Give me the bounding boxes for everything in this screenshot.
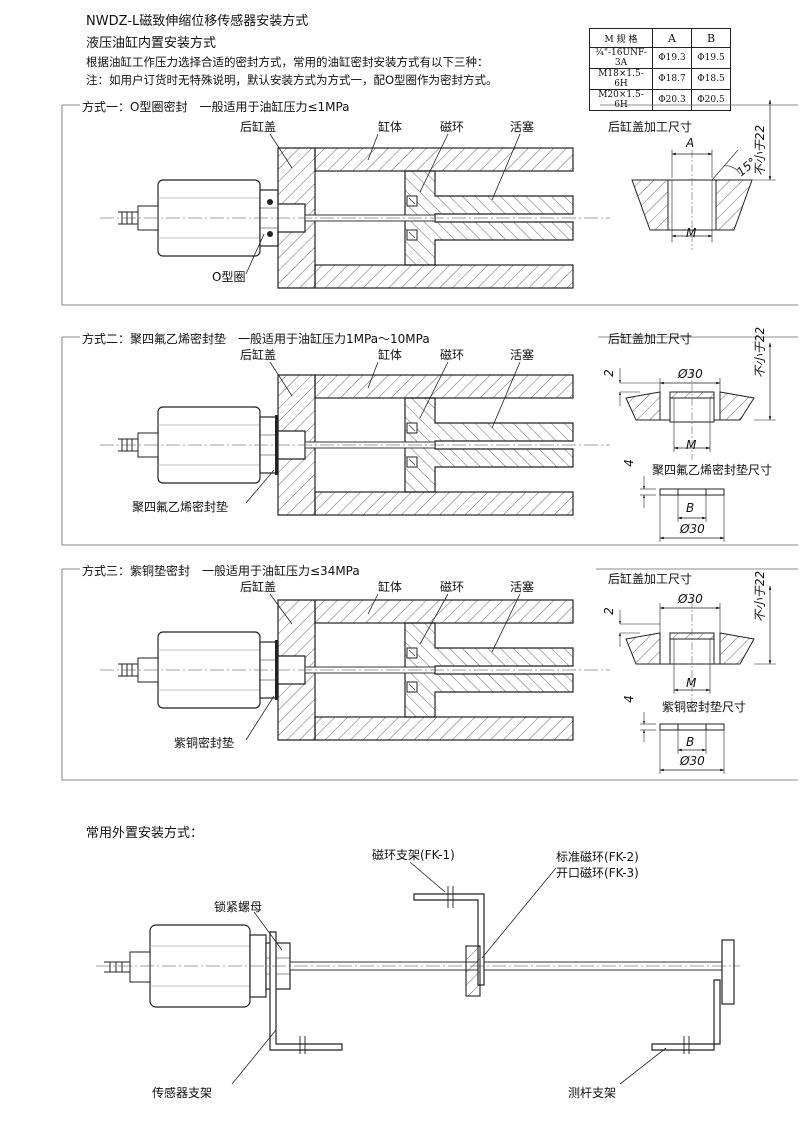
label-sensor-bracket: 传感器支架 bbox=[152, 1086, 213, 1100]
dim-m: M bbox=[686, 438, 697, 452]
dim-m: M bbox=[686, 226, 697, 240]
label-rear-cap: 后缸盖 bbox=[240, 348, 277, 362]
copper-gasket-title: 紫铜密封垫尺寸 bbox=[662, 700, 747, 714]
dim-dia30: Ø30 bbox=[678, 592, 703, 606]
method3-cap-detail bbox=[618, 585, 776, 700]
method2-title: 方式二：聚四氟乙烯密封垫 一般适用于油缸压力1MPa～10MPa bbox=[82, 330, 434, 347]
label-piston: 活塞 bbox=[510, 120, 535, 134]
dim-min-depth: 不小于22 bbox=[753, 124, 768, 177]
label-magnet-ring: 磁环 bbox=[440, 120, 465, 134]
label-ptfe-gasket: 聚四氟乙烯密封垫 bbox=[132, 500, 229, 514]
label-rod-bracket: 测杆支架 bbox=[568, 1086, 617, 1100]
label-ring-bracket: 磁环支架(FK-1) bbox=[372, 848, 455, 862]
copper-gasket bbox=[275, 640, 278, 700]
method2-frame bbox=[61, 336, 798, 546]
o-ring-top bbox=[267, 199, 273, 205]
dim-4: 4 bbox=[621, 695, 636, 703]
spec-table-head: M 规 格 A B bbox=[589, 28, 731, 48]
label-rear-cap: 后缸盖 bbox=[240, 580, 277, 594]
dim-b: B bbox=[686, 735, 695, 749]
method3-detail-title: 后缸盖加工尺寸 bbox=[608, 572, 693, 586]
method1-cylinder bbox=[99, 147, 611, 289]
dim-4: 4 bbox=[621, 459, 636, 467]
method3-title: 方式三：紫铜垫密封 一般适用于油缸压力≤34MPa bbox=[82, 562, 364, 579]
dim-min-depth: 不小于22 bbox=[753, 570, 768, 623]
label-cylinder: 缸体 bbox=[378, 120, 403, 134]
section-title-internal: 液压油缸内置安装方式 bbox=[86, 36, 217, 51]
gasket-dia: Ø30 bbox=[680, 754, 705, 768]
method1-title: 方式一：O型圈密封 一般适用于油缸压力≤1MPa bbox=[82, 98, 354, 115]
doc-title: NWDZ-L磁致伸缩位移传感器安装方式 bbox=[86, 14, 309, 29]
method3-cylinder bbox=[99, 599, 611, 741]
label-o-ring: O型圈 bbox=[212, 270, 246, 284]
label-cylinder: 缸体 bbox=[378, 348, 403, 362]
method2-cap-detail bbox=[618, 342, 776, 460]
label-open-ring: 开口磁环(FK-3) bbox=[556, 866, 639, 880]
method1-detail-title: 后缸盖加工尺寸 bbox=[608, 120, 693, 134]
label-magnet-ring: 磁环 bbox=[440, 348, 465, 362]
o-ring-bottom bbox=[267, 231, 273, 237]
external-assembly bbox=[96, 861, 740, 1085]
gasket-dia: Ø30 bbox=[680, 522, 705, 536]
label-rear-cap: 后缸盖 bbox=[240, 120, 277, 134]
spec-cell: Φ20.5 bbox=[691, 89, 731, 111]
dim-b: B bbox=[686, 501, 695, 515]
method1-frame bbox=[61, 104, 798, 306]
ptfe-gasket bbox=[275, 415, 278, 475]
label-piston: 活塞 bbox=[510, 580, 535, 594]
method2-detail-title: 后缸盖加工尺寸 bbox=[608, 332, 693, 346]
label-magnet-ring: 磁环 bbox=[440, 580, 465, 594]
dim-2: 2 bbox=[601, 607, 616, 615]
label-copper-gasket: 紫铜密封垫 bbox=[174, 736, 235, 750]
label-cylinder: 缸体 bbox=[378, 580, 403, 594]
dim-a: A bbox=[686, 136, 695, 150]
method1-cap-detail bbox=[631, 99, 776, 250]
method2-gasket-detail bbox=[640, 476, 725, 542]
dim-2: 2 bbox=[601, 369, 616, 377]
spec-cell: Φ20.3 bbox=[652, 89, 692, 111]
method3-gasket-detail bbox=[640, 712, 725, 774]
dim-dia30: Ø30 bbox=[678, 367, 703, 381]
method2-cylinder bbox=[99, 374, 611, 516]
dim-min-depth: 不小于22 bbox=[753, 326, 768, 379]
dim-m: M bbox=[686, 676, 697, 690]
default-note: 注：如用户订货时无特殊说明，默认安装方式为方式一，配O型圈作为密封方式。 bbox=[86, 73, 498, 87]
intro-note: 根据油缸工作压力选择合适的密封方式，常用的油缸密封安装方式有以下三种： bbox=[86, 55, 489, 69]
label-lock-nut: 锁紧螺母 bbox=[214, 900, 263, 914]
ptfe-gasket-title: 聚四氟乙烯密封垫尺寸 bbox=[652, 463, 773, 477]
external-title: 常用外置安装方式： bbox=[86, 826, 204, 841]
spec-row: M18×1.5-6H Φ18.7 Φ18.5 bbox=[589, 68, 731, 90]
method3-frame bbox=[61, 568, 798, 781]
label-standard-ring: 标准磁环(FK-2) bbox=[556, 850, 639, 864]
label-piston: 活塞 bbox=[510, 348, 535, 362]
